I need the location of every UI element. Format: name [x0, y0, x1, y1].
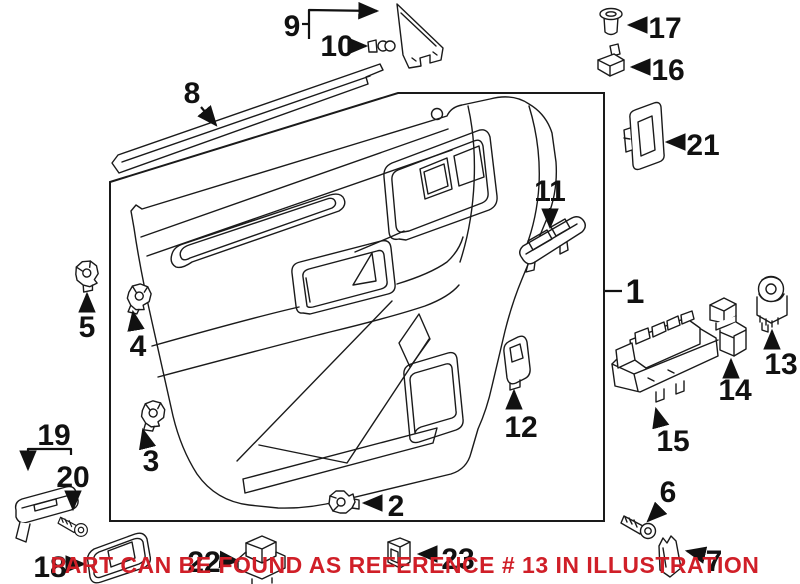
callout-5-label: 5	[79, 311, 96, 344]
callout-6-label: 6	[660, 476, 677, 509]
part-17-grommet-drawing	[599, 7, 623, 36]
callout-13-label: 13	[764, 348, 797, 381]
part-5-clip-drawing	[72, 258, 102, 294]
part-10-push-pin-drawing	[367, 39, 396, 53]
callout-1-label: 1	[626, 273, 645, 311]
callout-21: 21	[664, 129, 720, 162]
callout-17: 17	[626, 12, 682, 45]
callout-7: 7	[684, 545, 723, 578]
main-illustration-box	[109, 92, 605, 522]
part-13-mirror-switch-drawing	[756, 275, 788, 333]
part-14-switch-drawing	[709, 297, 747, 357]
callout-12: 12	[504, 388, 538, 444]
callout-13: 13	[763, 328, 798, 381]
callout-1: 1	[605, 273, 644, 311]
callout-21-label: 21	[686, 129, 719, 162]
callout-19-label: 19	[37, 419, 70, 452]
callout-19: 19	[19, 419, 73, 472]
part-19-bracket-drawing	[14, 485, 79, 543]
callout-3-label: 3	[143, 445, 160, 478]
part-22-switch-drawing	[237, 535, 286, 584]
callout-8-label: 8	[184, 77, 201, 110]
part-20-screw-drawing	[57, 516, 88, 537]
part-8-belt-molding-drawing	[111, 63, 384, 174]
callout-16: 16	[629, 54, 685, 87]
callout-14-label: 14	[718, 374, 752, 407]
callout-17-label: 17	[648, 12, 681, 45]
callout-15-label: 15	[656, 425, 689, 458]
callout-9-label: 9	[284, 10, 301, 43]
part-16-clip-drawing	[597, 43, 625, 77]
callout-4: 4	[127, 309, 147, 363]
callout-2-label: 2	[388, 490, 405, 523]
part-12-switch-bezel-drawing	[503, 335, 531, 391]
callout-18-label: 18	[33, 551, 66, 584]
part-9-corner-trim-drawing	[396, 3, 444, 69]
callout-16-label: 16	[651, 54, 684, 87]
callout-8: 8	[184, 77, 218, 127]
part-23-switch-drawing	[387, 537, 411, 569]
part-1-door-trim-panel-drawing	[130, 96, 558, 509]
callout-5: 5	[78, 291, 96, 344]
part-15-master-switch-drawing	[611, 310, 719, 403]
callout-7-label: 7	[706, 545, 723, 578]
callout-14: 14	[718, 357, 752, 407]
callout-10-label: 10	[320, 30, 353, 63]
callout-2: 2	[361, 490, 405, 523]
part-3-clip-drawing	[139, 398, 167, 434]
callout-11: 11	[534, 175, 566, 230]
callout-20-label: 20	[56, 461, 89, 494]
callout-4-label: 4	[130, 330, 147, 363]
callout-3: 3	[138, 427, 160, 478]
part-4-clip-drawing	[123, 281, 154, 317]
callout-6: 6	[646, 476, 677, 523]
callout-11-label: 11	[534, 175, 566, 208]
part-18-tray-drawing	[86, 532, 152, 584]
callout-10: 10	[320, 30, 369, 63]
part-7-cap-drawing	[658, 535, 682, 578]
callout-15: 15	[652, 406, 690, 458]
callout-20: 20	[56, 461, 90, 512]
callout-23-label: 23	[441, 543, 474, 576]
callout-9: 9	[284, 1, 380, 43]
callout-23: 23	[416, 543, 475, 576]
callout-22-label: 22	[187, 546, 220, 579]
callout-22: 22	[187, 546, 241, 579]
reference-note: PART CAN BE FOUND AS REFERENCE # 13 IN I…	[51, 552, 760, 578]
callout-12-label: 12	[504, 411, 537, 444]
part-21-trim-plate-drawing	[623, 101, 665, 171]
part-11-switch-bezel-drawing	[519, 216, 586, 273]
callout-18: 18	[33, 551, 87, 584]
